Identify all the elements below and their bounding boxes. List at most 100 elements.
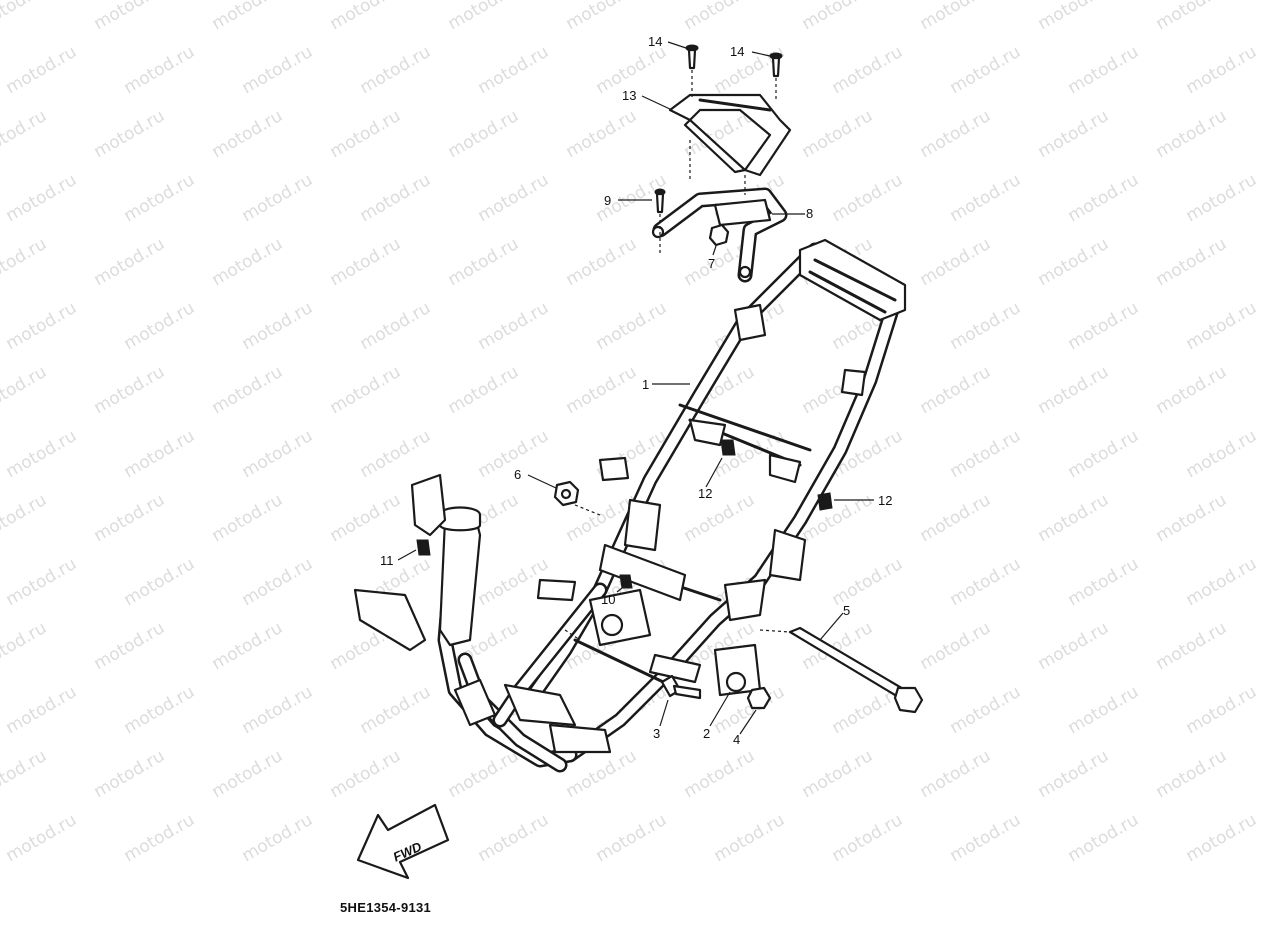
- watermark-text: motod.ru: [0, 618, 50, 674]
- bolt-3: [660, 674, 702, 700]
- watermark-text: motod.ru: [209, 234, 287, 290]
- watermark-text: motod.ru: [357, 42, 435, 98]
- bolt-9: [654, 188, 666, 214]
- watermark-text: motod.ru: [1065, 426, 1143, 482]
- watermark-text: motod.ru: [209, 0, 287, 34]
- watermark-text: motod.ru: [947, 554, 1025, 610]
- watermark-text: motod.ru: [0, 746, 50, 802]
- watermark-text: motod.ru: [327, 0, 405, 34]
- watermark-text: motod.ru: [209, 362, 287, 418]
- watermark-text: motod.ru: [1183, 554, 1261, 610]
- watermark-text: motod.ru: [1035, 618, 1113, 674]
- diagram-code: 5HE1354-9131: [340, 900, 431, 915]
- callout-9: 9: [604, 193, 611, 208]
- watermark-text: motod.ru: [1183, 682, 1261, 738]
- watermark-text: motod.ru: [1153, 746, 1231, 802]
- watermark-text: motod.ru: [1035, 746, 1113, 802]
- watermark-text: motod.ru: [327, 234, 405, 290]
- watermark-text: motod.ru: [1035, 362, 1113, 418]
- main-frame: [353, 238, 907, 773]
- watermark-text: motod.ru: [475, 810, 553, 866]
- watermark-text: motod.ru: [947, 42, 1025, 98]
- watermark-text: motod.ru: [91, 746, 169, 802]
- watermark-text: motod.ru: [1035, 106, 1113, 162]
- watermark-text: motod.ru: [799, 0, 877, 34]
- watermark-text: motod.ru: [917, 106, 995, 162]
- fasteners: [416, 44, 924, 714]
- watermark-text: motod.ru: [445, 0, 523, 34]
- watermark-text: motod.ru: [829, 170, 907, 226]
- watermark-text: motod.ru: [0, 106, 50, 162]
- watermark-text: motod.ru: [445, 362, 523, 418]
- watermark-text: motod.ru: [681, 0, 759, 34]
- watermark-text: motod.ru: [947, 170, 1025, 226]
- watermark-text: motod.ru: [91, 106, 169, 162]
- watermark-text: motod.ru: [1153, 0, 1231, 34]
- watermark-text: motod.ru: [327, 490, 405, 546]
- callout-3: 3: [653, 726, 660, 741]
- watermark-text: motod.ru: [1153, 234, 1231, 290]
- callout-4: 4: [733, 732, 740, 747]
- watermark-text: motod.ru: [799, 106, 877, 162]
- watermark-text: motod.ru: [1153, 618, 1231, 674]
- watermark-text: motod.ru: [1035, 490, 1113, 546]
- callout-14a: 14: [648, 34, 662, 49]
- nut-12b: [817, 492, 833, 511]
- watermark-text: motod.ru: [917, 490, 995, 546]
- watermark-text: motod.ru: [475, 170, 553, 226]
- watermark-text: motod.ru: [711, 810, 789, 866]
- watermark-text: motod.ru: [1035, 234, 1113, 290]
- callout-6: 6: [514, 467, 521, 482]
- watermark-text: motod.ru: [121, 426, 199, 482]
- watermark-text: motod.ru: [917, 362, 995, 418]
- watermark-text: motod.ru: [593, 298, 671, 354]
- bolt-14b: [769, 52, 783, 78]
- watermark-text: motod.ru: [91, 490, 169, 546]
- watermark-text: motod.ru: [1153, 362, 1231, 418]
- bolt-5: [788, 626, 924, 714]
- watermark-text: motod.ru: [3, 810, 81, 866]
- watermark-text: motod.ru: [475, 298, 553, 354]
- watermark-text: motod.ru: [121, 170, 199, 226]
- watermark-text: motod.ru: [1153, 490, 1231, 546]
- watermark-text: motod.ru: [357, 170, 435, 226]
- watermark-text: motod.ru: [0, 490, 50, 546]
- callout-12b: 12: [878, 493, 892, 508]
- watermark-text: motod.ru: [563, 234, 641, 290]
- callout-2: 2: [703, 726, 710, 741]
- watermark-text: motod.ru: [91, 234, 169, 290]
- callout-8: 8: [806, 206, 813, 221]
- watermark-text: motod.ru: [327, 106, 405, 162]
- nut-12a: [720, 439, 736, 456]
- watermark-text: motod.ru: [1153, 106, 1231, 162]
- watermark-text: motod.ru: [357, 682, 435, 738]
- callout-7: 7: [708, 256, 715, 271]
- watermark-text: motod.ru: [209, 746, 287, 802]
- watermark-text: motod.ru: [1183, 42, 1261, 98]
- callout-5: 5: [843, 603, 850, 618]
- callout-14b: 14: [730, 44, 744, 59]
- watermark-text: motod.ru: [91, 362, 169, 418]
- nut-7: [708, 223, 730, 247]
- watermark-text: motod.ru: [3, 554, 81, 610]
- watermark-text: motod.ru: [121, 554, 199, 610]
- watermark-text: motod.ru: [829, 554, 907, 610]
- nut-11: [416, 539, 431, 556]
- watermark-text: motod.ru: [1065, 298, 1143, 354]
- watermark-text: motod.ru: [357, 426, 435, 482]
- watermark-text: motod.ru: [1183, 426, 1261, 482]
- watermark-text: motod.ru: [327, 362, 405, 418]
- watermark-text: motod.ru: [1183, 810, 1261, 866]
- watermark-text: motod.ru: [681, 746, 759, 802]
- watermark-text: motod.ru: [357, 298, 435, 354]
- watermark-text: motod.ru: [947, 810, 1025, 866]
- watermark-text: motod.ru: [121, 298, 199, 354]
- callout-10: 10: [601, 592, 615, 607]
- watermark-text: motod.ru: [799, 746, 877, 802]
- watermark-text: motod.ru: [475, 42, 553, 98]
- watermark-text: motod.ru: [239, 810, 317, 866]
- watermark-text: motod.ru: [121, 42, 199, 98]
- watermark-text: motod.ru: [3, 170, 81, 226]
